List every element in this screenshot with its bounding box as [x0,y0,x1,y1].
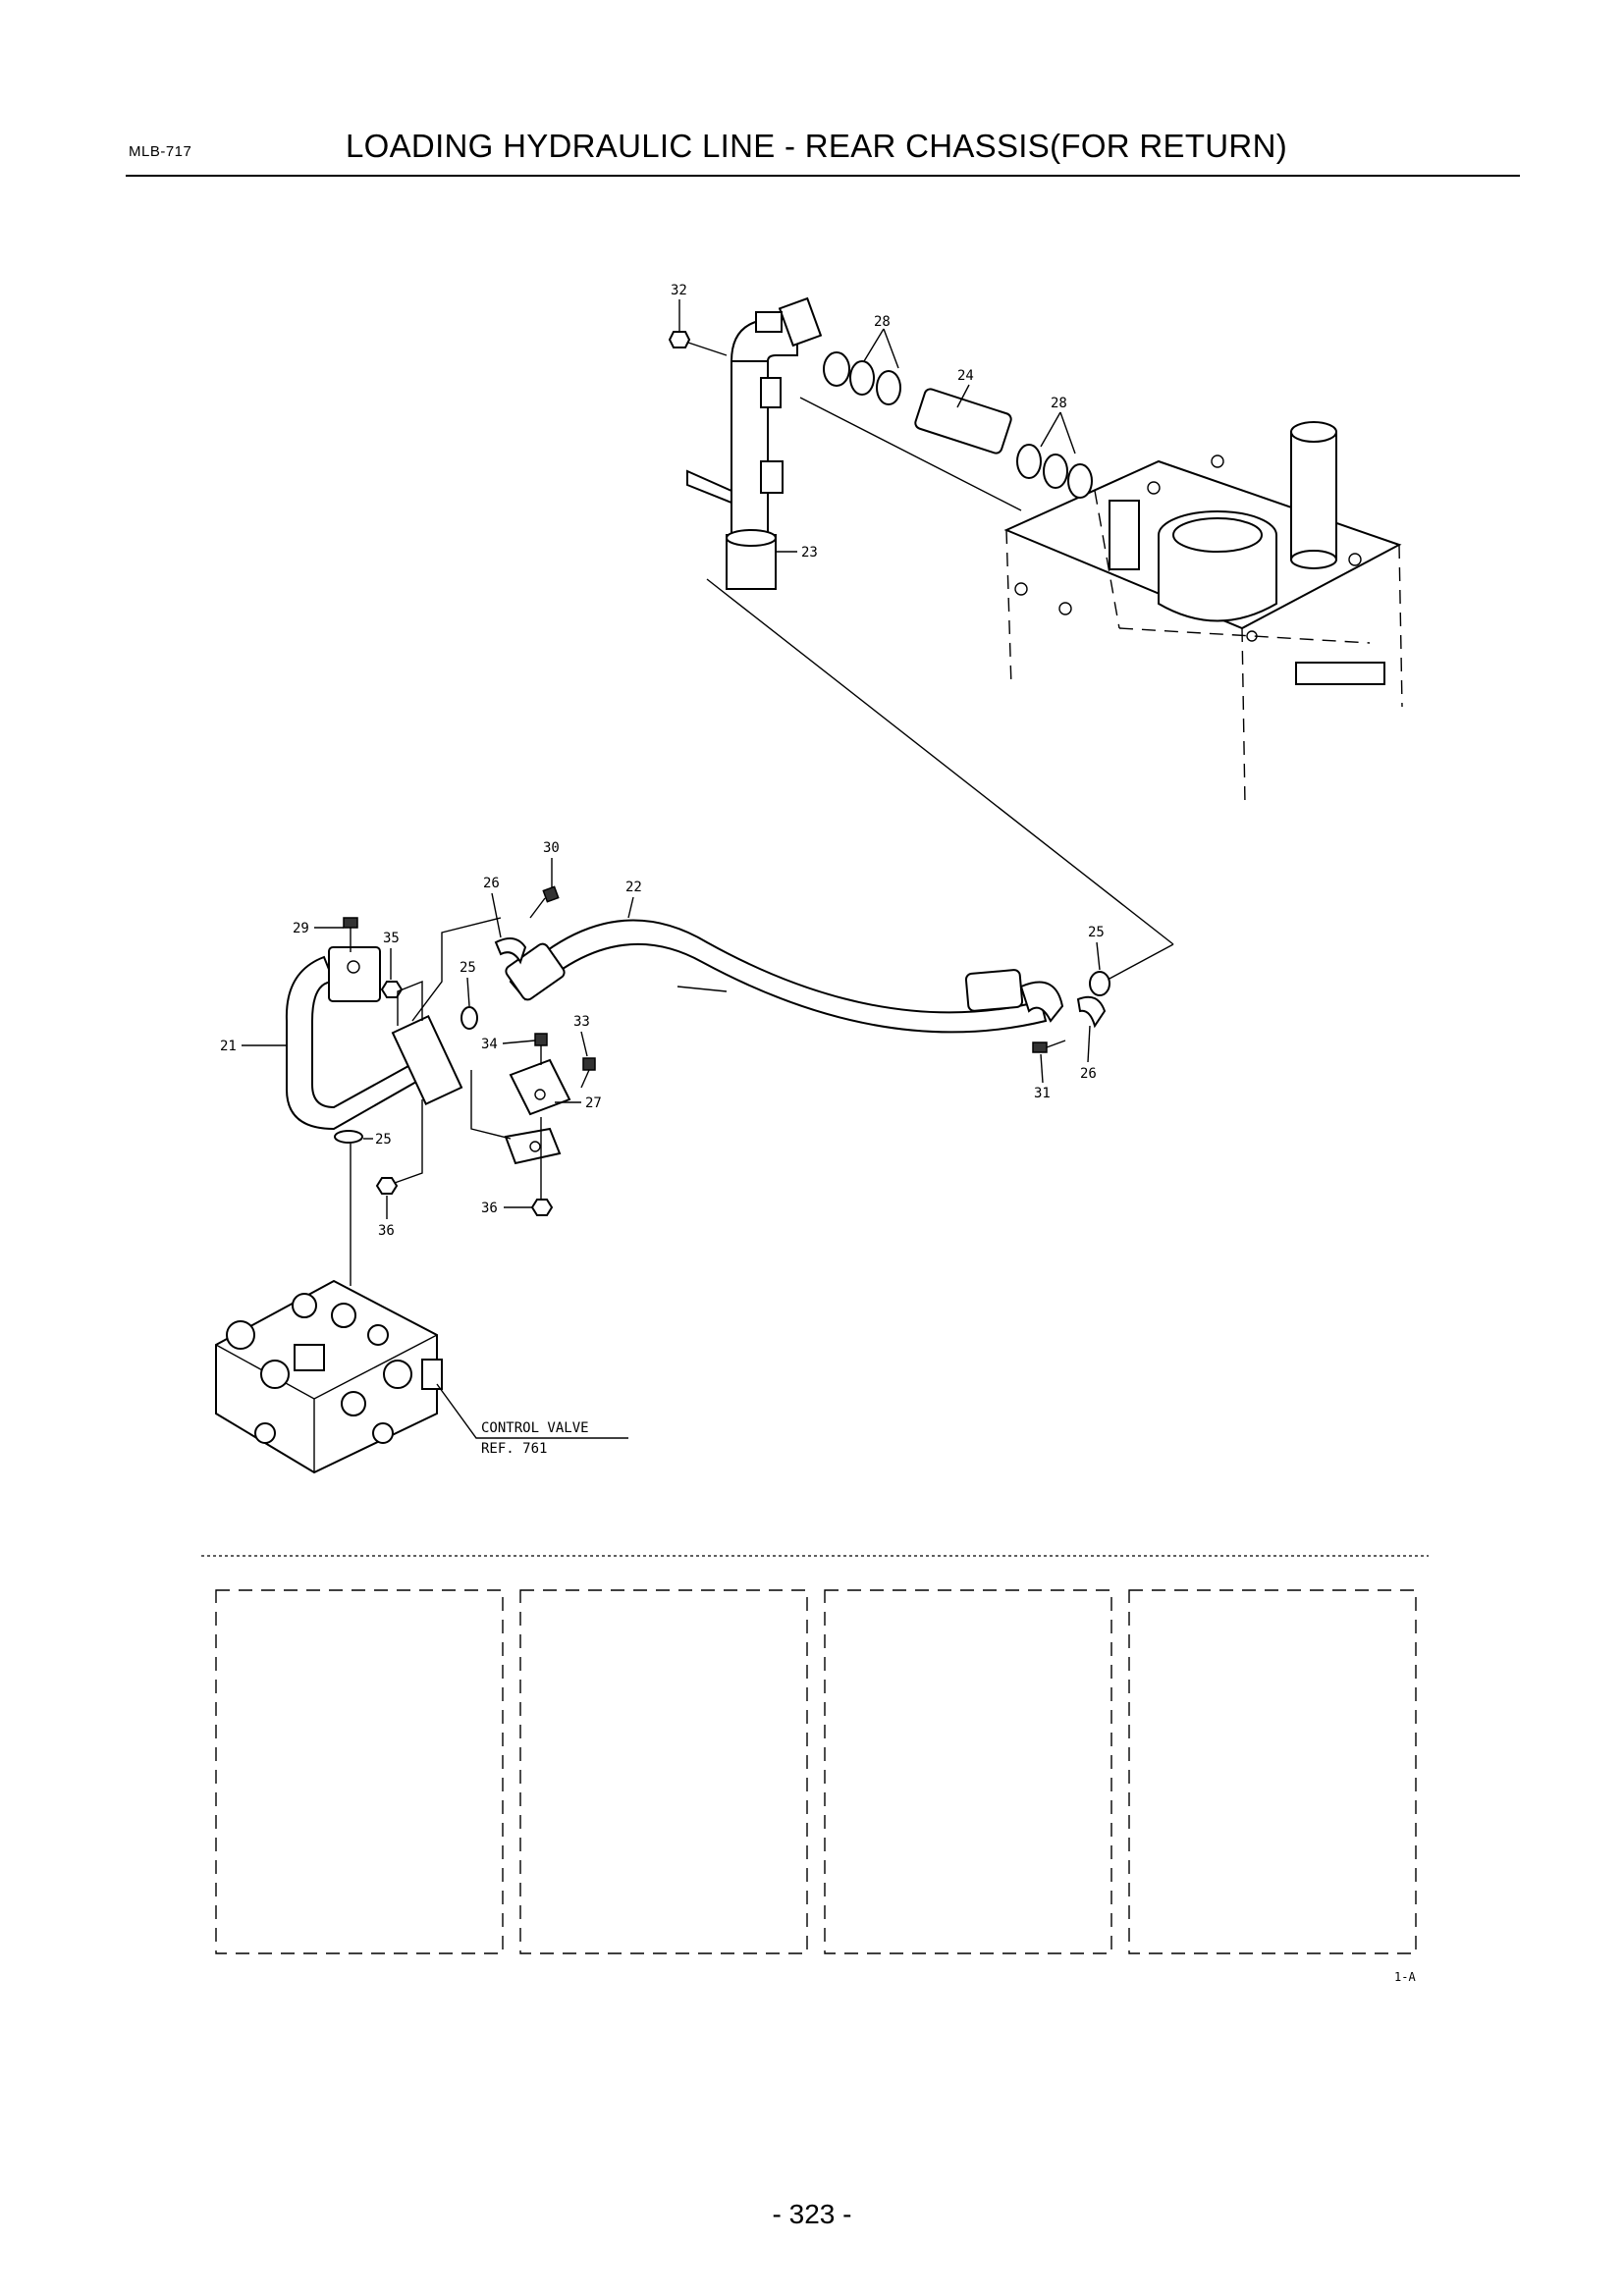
note-box [1128,1589,1417,1954]
o-ring-25 [334,1130,363,1144]
callout-25-a: 25 [460,960,476,976]
figure-code: 1-A [1394,1970,1416,1984]
callout-26-a: 26 [483,876,500,891]
note-box [519,1589,808,1954]
callout-30: 30 [543,840,560,856]
callout-33: 33 [573,1014,590,1030]
o-ring-25 [1089,971,1110,996]
callout-34: 34 [481,1037,498,1052]
callout-21: 21 [220,1039,237,1054]
control-valve-label: CONTROL VALVE [481,1420,589,1436]
callout-22: 22 [625,880,642,895]
page-code: MLB-717 [129,143,192,160]
note-box [824,1589,1112,1954]
callout-29: 29 [293,921,309,936]
callout-35: 35 [383,931,400,946]
return-pipe-23 [686,296,823,590]
hose-clamps-28-hose-24 [823,351,1093,499]
split-flange-26 [1076,995,1107,1029]
callout-36-b: 36 [481,1201,498,1216]
bracket-27 [504,1058,571,1165]
callout-27: 27 [585,1095,602,1111]
title-rule [126,175,1520,177]
callout-24: 24 [957,368,974,384]
note-box [215,1589,504,1954]
callout-32: 32 [671,283,687,298]
o-ring-25 [460,1006,478,1030]
tank-assembly [1003,421,1403,806]
page-number: - 323 - [772,2199,852,2229]
split-flange-26 [494,937,527,965]
bolts [343,885,1066,1216]
callout-25-c: 25 [1088,925,1105,940]
callout-28-a: 28 [874,314,891,330]
callout-25-b: 25 [375,1132,392,1148]
callout-23: 23 [801,545,818,561]
callout-31: 31 [1034,1086,1051,1101]
control-valve-ref: REF. 761 [481,1441,547,1457]
hose-22 [505,919,1064,1034]
callout-28-b: 28 [1051,396,1067,411]
callout-36-a: 36 [378,1223,395,1239]
page-title: LOADING HYDRAULIC LINE - REAR CHASSIS(FO… [346,128,1287,164]
control-valve [215,1279,443,1474]
callout-26-b: 26 [1080,1066,1097,1082]
pipe-21 [285,946,463,1131]
